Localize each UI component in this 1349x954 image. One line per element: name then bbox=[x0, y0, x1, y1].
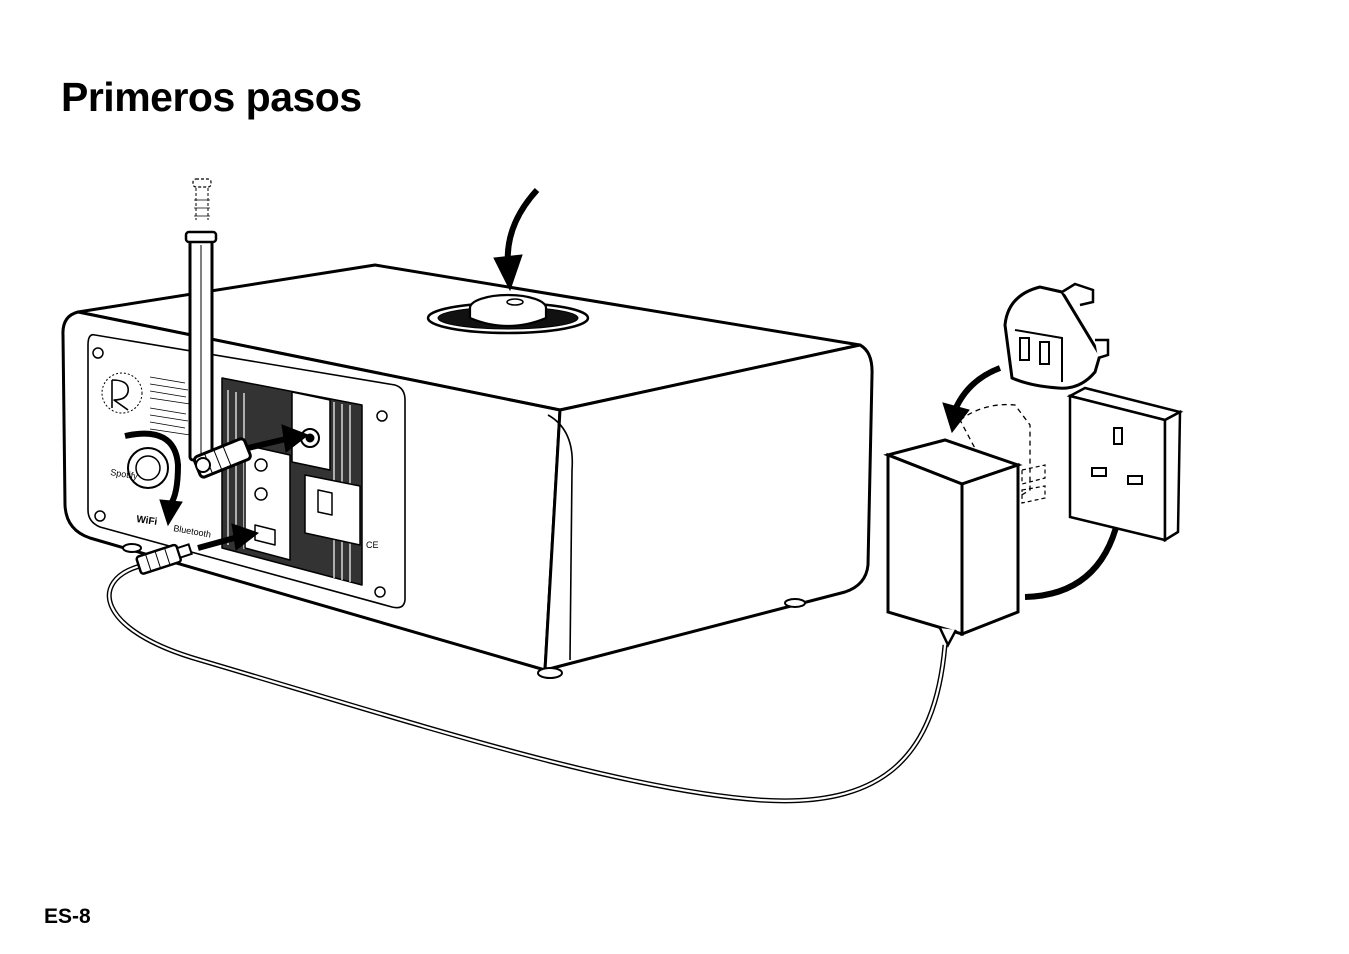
wall-socket bbox=[1070, 388, 1180, 540]
radio-unit bbox=[63, 265, 872, 678]
ce-mark: CE bbox=[366, 540, 379, 550]
page-number: ES-8 bbox=[44, 905, 91, 929]
power-adapter bbox=[888, 405, 1045, 645]
uk-plug-adapter bbox=[1005, 284, 1108, 388]
